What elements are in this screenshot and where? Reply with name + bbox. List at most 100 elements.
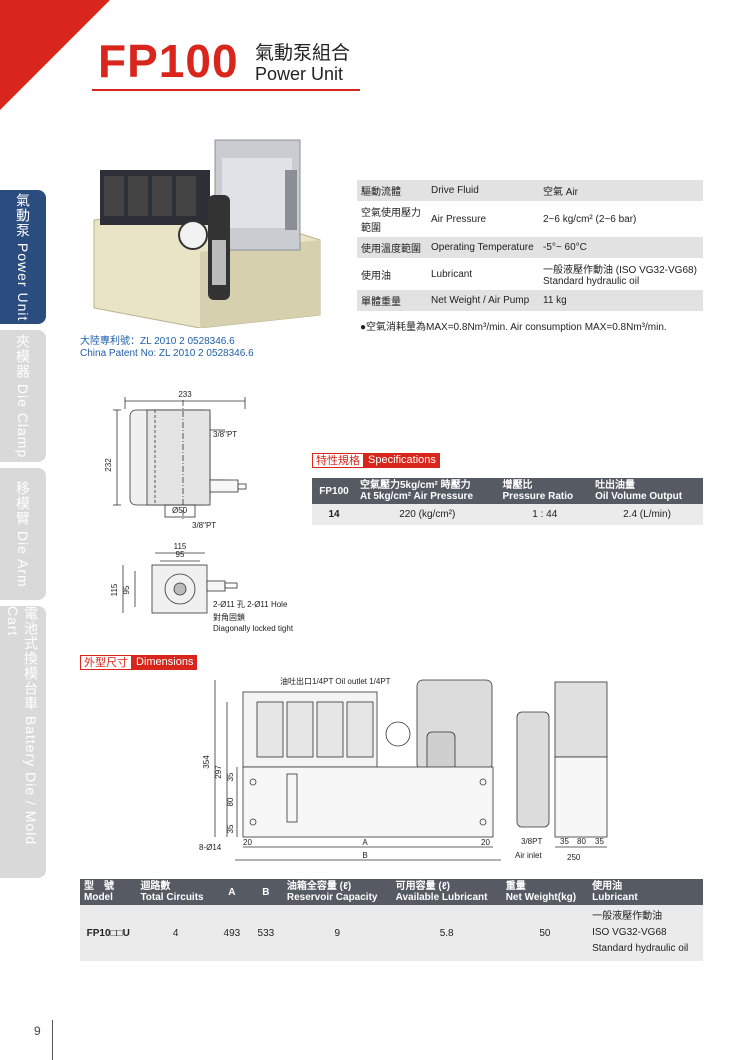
model-cell: 493: [214, 905, 249, 961]
header-en: Model: [84, 892, 113, 903]
dim-pt1: 3/8"PT: [213, 430, 237, 439]
dim-35a: 35: [226, 772, 235, 781]
header-zh: 重量: [505, 881, 526, 892]
dim-air-inlet: Air inlet: [515, 851, 542, 860]
dim-20a: 20: [243, 838, 252, 847]
dim-233: 233: [178, 390, 192, 399]
header-en: Reservoir Capacity: [286, 892, 378, 903]
model-header: 油箱全容量 (ℓ)Reservoir Capacity: [282, 879, 392, 905]
side-tab-power-unit[interactable]: 氣動泵 Power Unit: [0, 190, 46, 324]
specs-data-row: 14 220 (kg/cm²) 1 : 44 2.4 (L/min): [312, 504, 703, 525]
header-zh: 吐出油量: [595, 480, 636, 491]
side-tab-die-clamp[interactable]: 夾模器 Die Clamp: [0, 330, 46, 462]
dim-hole: 2-Ø11 孔 2-Ø11 Hole: [213, 600, 288, 609]
specs-label: 特性規格 Specifications: [312, 453, 440, 468]
specs-cell: 220 (kg/cm²): [356, 504, 499, 525]
dim-v95: 95: [122, 585, 131, 594]
dim-outlet: 油吐出口1/4PT Oil outlet 1/4PT: [280, 676, 391, 686]
header-zh: 空氣壓力5kg/cm² 時壓力: [360, 480, 471, 491]
header-en: Oil Volume Output: [595, 491, 683, 502]
model-data-row: FP10□□U 4 493 533 9 5.8 50 一般液壓作動油 ISO V…: [80, 905, 703, 961]
patent-zh: 大陸專利號：ZL 2010 2 0528346.6: [80, 336, 235, 347]
dims-label-zh: 外型尺寸: [80, 655, 132, 670]
dim-pt: 3/8PT: [521, 837, 542, 846]
dim-115: 115: [174, 542, 187, 551]
dim-v115: 115: [110, 583, 119, 596]
dim-pt2: 3/8"PT: [192, 521, 216, 530]
specs-header-model: FP100: [312, 478, 356, 504]
spec-zh: 使用油: [357, 258, 427, 290]
title-chinese: 氣動泵組合: [255, 43, 351, 64]
dim-a: A: [362, 838, 368, 847]
header-zh: 油箱全容量 (ℓ): [286, 881, 352, 892]
page-number: 9: [34, 1024, 41, 1038]
spec-value: 2~6 kg/cm² (2~6 bar): [539, 201, 703, 237]
specs-cell: 1 : 44: [498, 504, 592, 525]
air-consumption-note: ●空氣消耗量為MAX=0.8Nm³/min. Air consumption M…: [360, 322, 667, 333]
title-english: Power Unit: [255, 64, 344, 84]
spec-value: 一般液壓作動油 (ISO VG32-VG68)Standard hydrauli…: [539, 258, 703, 290]
dim-35b: 35: [226, 824, 235, 833]
spec-value: 空氣 Air: [539, 180, 703, 201]
dim-r35a: 35: [560, 837, 569, 846]
header-text: FP100: [319, 485, 349, 497]
spec-value: -5°~ 60°C: [539, 237, 703, 258]
header-corner-decoration: [0, 0, 110, 110]
patent-en: China Patent No: ZL 2010 2 0528346.6: [80, 348, 254, 359]
specs-cell: 2.4 (L/min): [591, 504, 703, 525]
header-zh: 可用容量 (ℓ): [395, 881, 450, 892]
spec-zh: 使用溫度範圍: [357, 237, 427, 258]
side-tab-die-arm[interactable]: 移模臂 Die Arm: [0, 468, 46, 600]
drawing-dimensions: 油吐出口1/4PT Oil outlet 1/4PT 354 297 35 80…: [199, 676, 608, 862]
header-zh: 使用油: [592, 881, 623, 892]
model-header: B: [248, 879, 283, 905]
spec-zh: 驅動流體: [357, 180, 427, 201]
dims-label-en: Dimensions: [132, 655, 198, 670]
dim-20b: 20: [481, 838, 490, 847]
spec-en: Air Pressure: [427, 201, 539, 237]
header-en: Pressure Ratio: [502, 491, 574, 502]
spec-en: Drive Fluid: [427, 180, 539, 201]
lubricant-line: ISO VG32-VG68: [592, 927, 667, 938]
model-cell: FP10□□U: [80, 905, 137, 961]
dim-b: B: [362, 851, 367, 860]
dims-label: 外型尺寸 Dimensions: [80, 655, 198, 670]
patent-info: 大陸專利號：ZL 2010 2 0528346.6 China Patent N…: [80, 336, 254, 360]
header-zh: 型 號: [84, 881, 114, 892]
dim-r80: 80: [577, 837, 586, 846]
lock-zh: 對角固鎖: [213, 612, 245, 622]
dim-354: 354: [202, 755, 211, 769]
model-cell: 50: [501, 905, 589, 961]
spec-en: Operating Temperature: [427, 237, 539, 258]
header-en: B: [262, 886, 270, 898]
side-tab-battery-cart[interactable]: 電池式換模台車 Battery Die / Mold Cart: [0, 606, 46, 878]
dim-r35b: 35: [595, 837, 604, 846]
header-en: At 5kg/cm² Air Pressure: [360, 491, 474, 502]
header-en: A: [228, 886, 236, 898]
specs-label-en: Specifications: [364, 453, 440, 468]
spec-value-line1: 一般液壓作動油 (ISO VG32-VG68): [543, 265, 697, 276]
lock-en: Diagonally locked tight: [213, 624, 294, 633]
specs-label-zh: 特性規格: [312, 453, 364, 468]
header-en: Available Lubricant: [395, 892, 488, 903]
model-cell: 9: [282, 905, 392, 961]
model-cell: 5.8: [391, 905, 502, 961]
page-divider: [52, 1020, 53, 1060]
specs-cell: 14: [312, 504, 356, 525]
lubricant-line: Standard hydraulic oil: [592, 943, 689, 954]
header-zh: 增壓比: [502, 480, 533, 491]
header-en: Net Weight(kg): [505, 892, 577, 903]
dim-95: 95: [176, 550, 185, 559]
